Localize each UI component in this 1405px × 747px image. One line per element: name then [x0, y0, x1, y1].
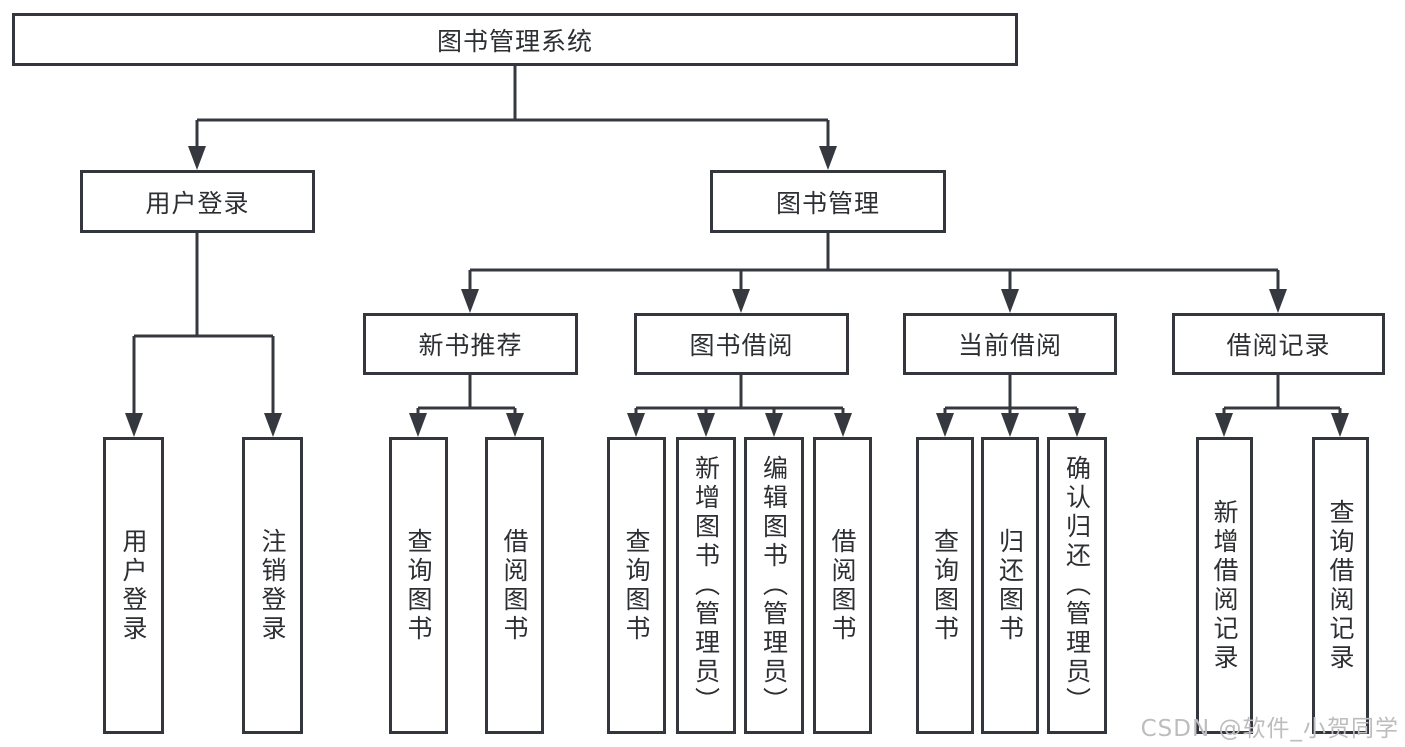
leaf-borrow-borrow-books: 借阅图书	[813, 437, 872, 734]
leaf-return-books-label: 归还图书	[995, 527, 1025, 644]
node-book-borrowing-label: 图书借阅	[689, 331, 794, 360]
leaf-borrow-query-books: 查询图书	[607, 437, 666, 734]
leaf-query-borrow-record: 查询借阅记录	[1312, 437, 1369, 734]
node-book-management-label: 图书管理	[775, 188, 880, 218]
node-book-management: 图书管理	[710, 170, 946, 233]
csdn-watermark: CSDN @软件_小贺同学	[1140, 716, 1399, 742]
leaf-user-login: 用户登录	[103, 437, 164, 734]
leaf-confirm-return-admin-label: 确认归还（管理员）	[1062, 455, 1092, 716]
leaf-confirm-return-admin: 确认归还（管理员）	[1047, 437, 1107, 734]
leaf-logout: 注销登录	[242, 437, 303, 734]
leaf-edit-books-admin: 编辑图书（管理员）	[744, 437, 804, 734]
node-new-book-recommendation: 新书推荐	[363, 313, 578, 375]
leaf-return-books: 归还图书	[981, 437, 1039, 734]
node-root-label: 图书管理系统	[436, 26, 593, 56]
leaf-add-borrow-record: 新增借阅记录	[1196, 437, 1253, 734]
leaf-borrow-query-books-label: 查询图书	[622, 527, 651, 644]
leaf-borrow-borrow-books-label: 借阅图书	[828, 527, 857, 644]
leaf-add-books-admin-label: 新增图书（管理员）	[691, 455, 721, 716]
node-user-login-label: 用户登录	[145, 188, 250, 218]
node-borrowing-records: 借阅记录	[1172, 313, 1385, 375]
leaf-newrec-borrow-books-label: 借阅图书	[500, 527, 529, 644]
leaf-newrec-query-books: 查询图书	[389, 437, 448, 734]
node-root-system: 图书管理系统	[12, 13, 1018, 66]
node-current-borrowing-label: 当前借阅	[957, 331, 1062, 360]
node-user-login: 用户登录	[80, 170, 315, 233]
leaf-user-login-label: 用户登录	[119, 527, 148, 644]
node-book-borrowing: 图书借阅	[634, 313, 849, 375]
leaf-newrec-borrow-books: 借阅图书	[485, 437, 544, 734]
node-borrowing-records-label: 借阅记录	[1226, 331, 1331, 360]
leaf-logout-label: 注销登录	[258, 527, 287, 644]
node-current-borrowing: 当前借阅	[903, 313, 1117, 375]
leaf-newrec-query-books-label: 查询图书	[404, 527, 433, 644]
leaf-edit-books-admin-label: 编辑图书（管理员）	[759, 455, 789, 716]
leaf-current-query-books: 查询图书	[916, 437, 974, 734]
leaf-add-books-admin: 新增图书（管理员）	[676, 437, 736, 734]
leaf-query-borrow-record-label: 查询借阅记录	[1326, 498, 1355, 673]
leaf-current-query-books-label: 查询图书	[930, 527, 960, 644]
leaf-add-borrow-record-label: 新增借阅记录	[1210, 498, 1239, 673]
node-new-book-recommendation-label: 新书推荐	[418, 331, 523, 360]
